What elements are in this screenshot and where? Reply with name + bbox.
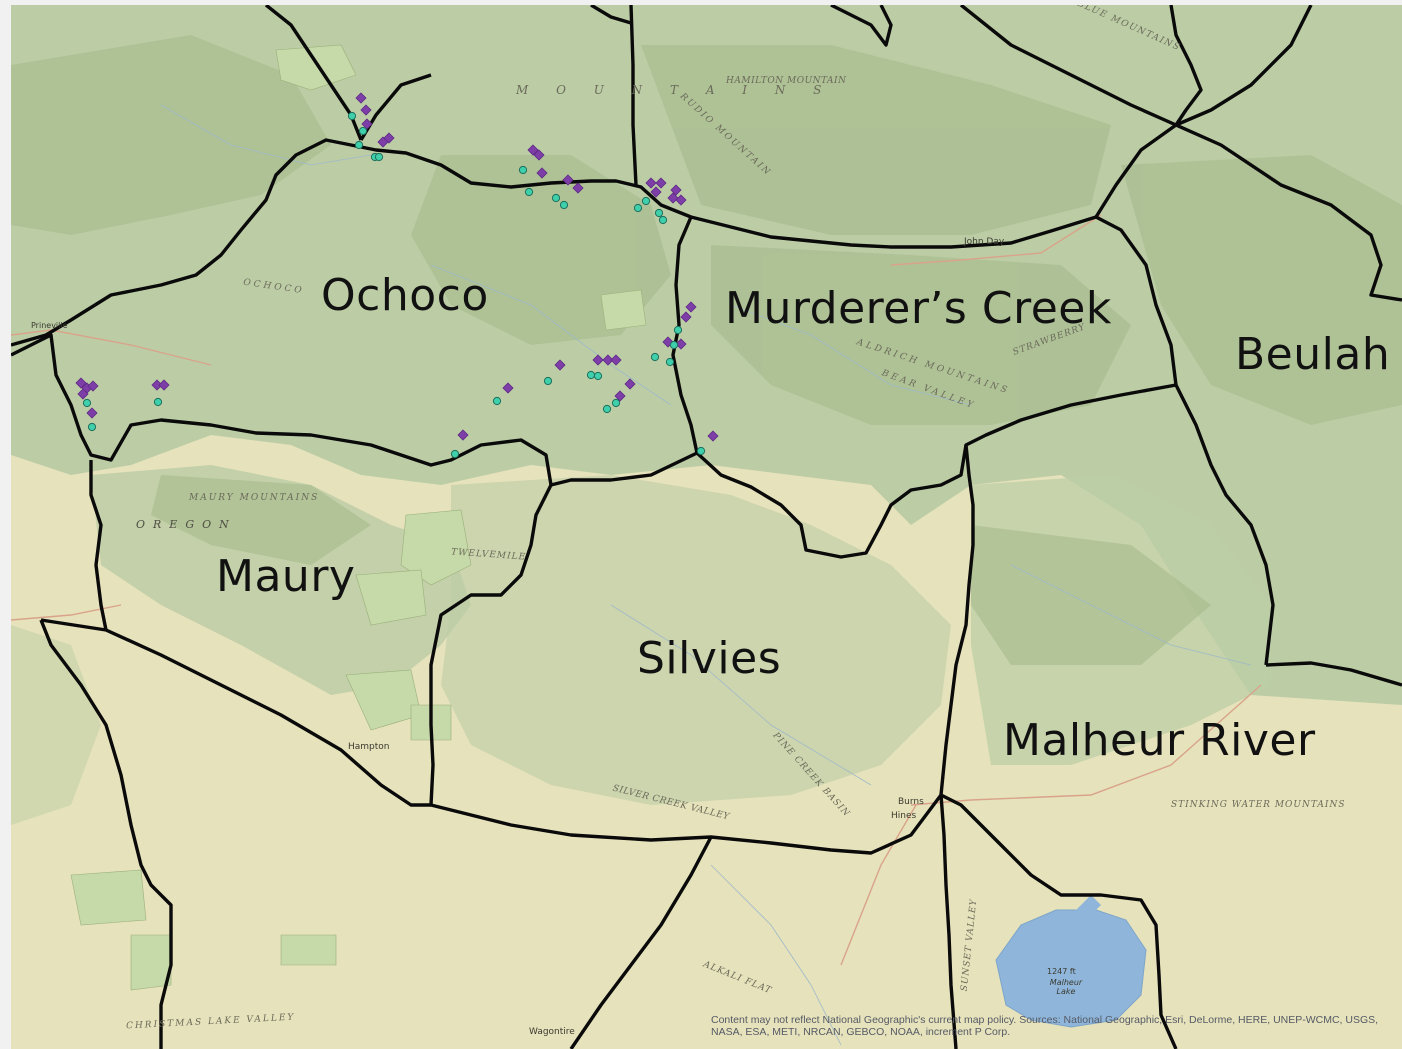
- place-prineville: Prineville: [31, 321, 68, 330]
- place-lake-elevation: 1247 ft: [1047, 967, 1076, 976]
- place-burns: Burns: [898, 797, 924, 807]
- district-boundaries: [11, 5, 1402, 1049]
- region-ochoco: Ochoco: [321, 270, 489, 321]
- place-hampton: Hampton: [348, 742, 390, 752]
- ridge-shading: [11, 35, 1402, 665]
- region-murderers-creek: Murderer’s Creek: [725, 283, 1112, 334]
- label-stinking-water-mountains: STINKING WATER MOUNTAINS: [1171, 800, 1346, 810]
- map-view[interactable]: M O U N T A I N S HAMILTON MOUNTAIN BLUE…: [11, 5, 1402, 1049]
- label-oregon: OREGON: [136, 518, 237, 531]
- region-maury: Maury: [216, 551, 356, 602]
- label-hamilton-mountain: HAMILTON MOUNTAIN: [726, 76, 847, 86]
- label-mountains: M O U N T A I N S: [516, 83, 834, 97]
- region-malheur-river: Malheur River: [1003, 715, 1316, 766]
- place-wagontire: Wagontire: [529, 1027, 575, 1037]
- place-malheur-lake: Malheur Lake: [1049, 978, 1083, 996]
- study-areas: [70, 44, 647, 991]
- region-beulah: Beulah: [1235, 329, 1391, 380]
- place-john-day: John Day: [964, 237, 1005, 247]
- streams: [160, 104, 1252, 1046]
- region-silvies: Silvies: [637, 633, 782, 684]
- map-attribution: Content may not reflect National Geograp…: [711, 1014, 1379, 1038]
- lake-inlet: [1071, 895, 1101, 920]
- label-maury-mountains: MAURY MOUNTAINS: [189, 493, 320, 503]
- malheur-lake: [995, 909, 1147, 1028]
- purple-diamond-markers: [75, 92, 719, 442]
- teal-circle-markers: [82, 111, 706, 459]
- map-canvas[interactable]: [11, 5, 1402, 1049]
- place-hines: Hines: [891, 811, 917, 821]
